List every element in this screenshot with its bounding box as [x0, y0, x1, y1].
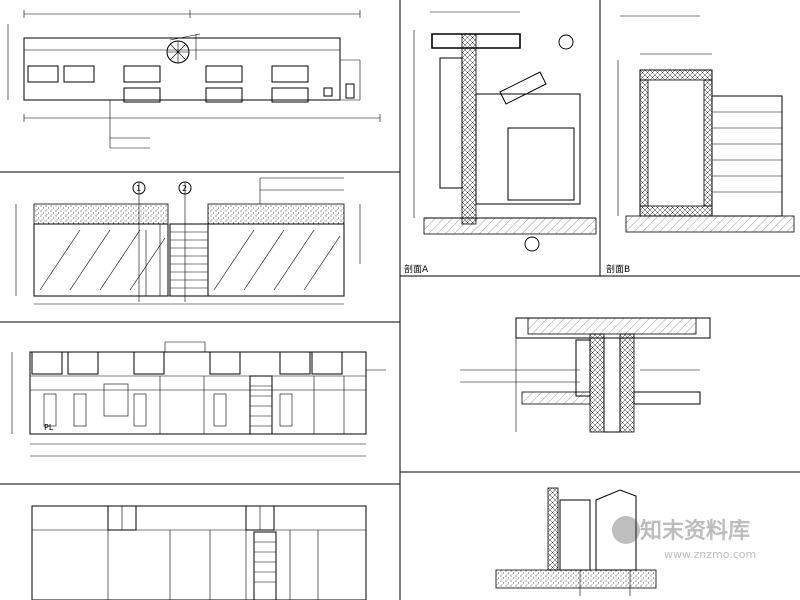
section-marker-2: 2	[182, 184, 187, 193]
door-label: PL	[44, 423, 54, 432]
bottom-elevation	[31, 505, 367, 600]
lower-detail	[495, 487, 657, 596]
section-b-label: 剖面B	[606, 263, 630, 275]
section-marker-1: 1	[136, 184, 141, 193]
stair	[145, 223, 209, 297]
section-a-label: 剖面A	[404, 263, 429, 275]
detail-section	[460, 317, 711, 433]
watermark-url: www.znzmo.com	[664, 548, 756, 561]
plan-view	[7, 10, 381, 149]
glass-hatch	[39, 229, 341, 291]
watermark: 知末资料库 www.znzmo.com	[612, 516, 756, 561]
watermark-brand: 知末资料库	[640, 518, 750, 544]
section-a	[413, 11, 597, 252]
rear-elevation	[11, 341, 386, 457]
section-b	[617, 15, 795, 233]
front-elevation	[15, 177, 361, 305]
pl-doors	[43, 393, 293, 427]
